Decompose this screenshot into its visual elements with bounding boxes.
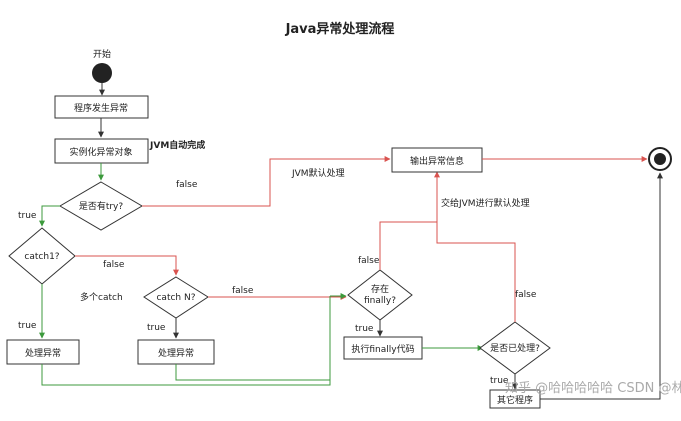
edge-try-true-catch1 xyxy=(42,205,60,226)
output-exception-label: 输出异常信息 xyxy=(410,155,464,167)
handled-false-label: false xyxy=(515,290,537,300)
handle-exception-box-1 xyxy=(6,339,80,365)
catch1-true-label: true xyxy=(18,321,37,331)
to-jvm-label: 交给JVM进行默认处理 xyxy=(441,197,530,209)
start-label: 开始 xyxy=(93,48,111,60)
edge-catch1-false-catchN xyxy=(75,255,179,276)
end-node-inner xyxy=(654,153,666,165)
catchN-false-label: false xyxy=(232,286,254,296)
instantiate-exception-box xyxy=(54,138,149,164)
finally-label-line1: 存在 xyxy=(371,283,389,295)
jvm-auto-label: JVM自动完成 xyxy=(149,139,205,151)
output-exception-box xyxy=(391,147,483,173)
catchN-label: catch N? xyxy=(156,293,195,303)
handle-exception-box-2 xyxy=(137,339,215,365)
catch1-label: catch1? xyxy=(24,252,59,262)
handle-exception-label-1: 处理异常 xyxy=(25,347,61,359)
watermark: 知乎 @哈哈哈哈哈 CSDN @林渠晴 xyxy=(505,380,681,396)
finally-true-label: true xyxy=(355,324,374,334)
diagram-title: Java异常处理流程 xyxy=(285,21,395,37)
jvm-default-label: JVM默认处理 xyxy=(291,167,345,179)
edge-handled-false-output xyxy=(434,171,516,322)
handled-label: 是否已处理? xyxy=(490,342,540,354)
has-try-diamond xyxy=(59,181,143,231)
catch1-false-label: false xyxy=(103,260,125,270)
finally-false-label: false xyxy=(358,256,380,266)
edge-finally-false xyxy=(379,221,437,270)
finally-label-line2: finally? xyxy=(364,296,396,306)
generate-exception-label: 程序发生异常 xyxy=(74,102,128,114)
other-program-label: 其它程序 xyxy=(497,394,533,406)
multi-catch-label: 多个catch xyxy=(80,291,123,303)
try-false-label: false xyxy=(176,180,198,190)
edge-try-false-output xyxy=(142,156,391,207)
edge-handle1-merge xyxy=(41,296,331,386)
edge-other-end xyxy=(540,172,663,400)
finally-diamond xyxy=(347,269,413,321)
edge-handle2-merge xyxy=(175,364,330,381)
exec-finally-label: 执行finally代码 xyxy=(351,343,414,355)
has-try-label: 是否有try? xyxy=(79,200,124,212)
handled-true-label: true xyxy=(490,376,509,386)
instantiate-exception-label: 实例化异常对象 xyxy=(69,146,132,158)
try-true-label: true xyxy=(18,211,37,221)
start-node xyxy=(92,63,112,83)
catchN-true-label: true xyxy=(147,323,166,333)
handle-exception-label-2: 处理异常 xyxy=(158,347,194,359)
